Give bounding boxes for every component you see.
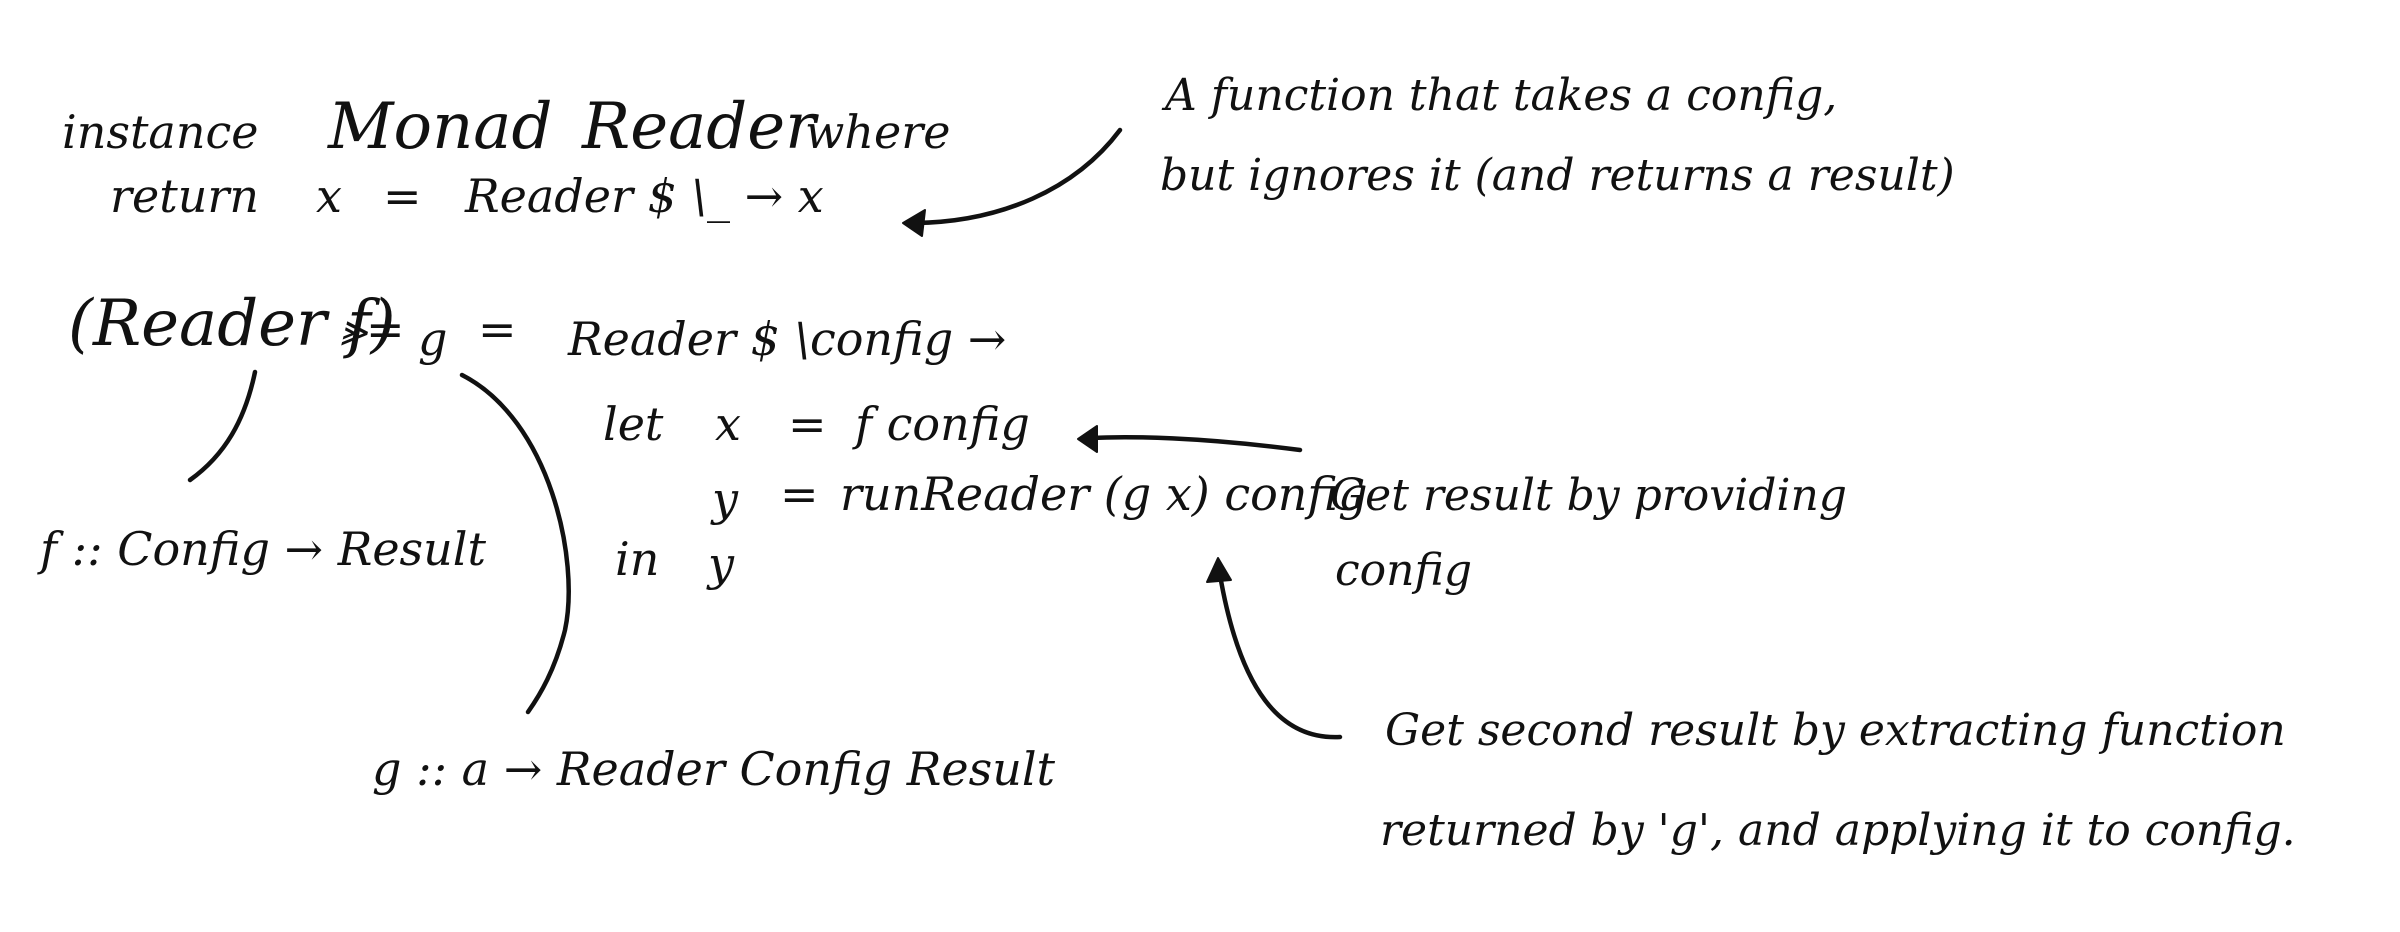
in-keyword: in [615, 532, 659, 586]
return-note-arrowhead [902, 209, 926, 237]
return-keyword: return [110, 169, 259, 223]
let-keyword: let [603, 397, 664, 451]
reader-type-name: Reader [581, 90, 819, 164]
f-type-group: f :: Config → Result [37, 369, 486, 576]
return-argument: x [316, 169, 342, 223]
f-type-connector [187, 369, 258, 483]
g-type-signature: g :: a → Reader Config Result [372, 742, 1056, 796]
return-body: Reader $ \_ → x [464, 169, 824, 223]
g-type-group: g :: a → Reader Config Result [372, 372, 1056, 796]
return-note-line-1: A function that takes a config, [1161, 70, 1837, 121]
let-annotation: Get result by providing config [1077, 425, 1847, 596]
return-line: return x = Reader $ \_ → x [110, 169, 824, 223]
return-annotation: A function that takes a config, but igno… [902, 70, 1955, 237]
runreader-note-line-2: returned by 'g', and applying it to conf… [1380, 805, 2296, 856]
in-line: in y [615, 532, 735, 591]
return-note-arrow [912, 127, 1123, 226]
y-line: y = runReader (g x) config [710, 467, 1368, 526]
runreader-note-arrow [1217, 572, 1343, 740]
g-type-connector [459, 372, 571, 715]
y-equals: = [780, 467, 819, 521]
return-equals: = [383, 169, 422, 223]
bind-body: Reader $ \config → [567, 312, 1006, 366]
let-note-arrow [1087, 434, 1303, 453]
let-x: x [715, 397, 741, 451]
runreader-note-line-1: Get second result by extracting function [1385, 705, 2286, 756]
instance-line: instance Monad Reader where [62, 90, 950, 164]
runreader-annotation: Get second result by extracting function… [1206, 557, 2296, 856]
bind-equals: = [478, 302, 517, 356]
runreader-note-arrowhead [1206, 557, 1232, 583]
monad-class-name: Monad [327, 90, 552, 164]
y-name: y [710, 472, 739, 526]
let-body: f config [852, 397, 1030, 451]
return-note-line-2: but ignores it (and returns a result) [1160, 150, 1955, 201]
bind-line: (Reader f) ⪢= g = Reader $ \config → [68, 287, 1006, 366]
where-keyword: where [805, 105, 950, 159]
f-type-signature: f :: Config → Result [37, 522, 486, 576]
runreader-expression: runReader (g x) config [840, 467, 1368, 521]
bind-g-argument: g [418, 312, 447, 366]
let-note-line-1: Get result by providing [1330, 470, 1847, 521]
in-y: y [706, 537, 735, 591]
reader-f-pattern: (Reader f) [68, 287, 396, 361]
bind-operator: ⪢= [340, 302, 405, 356]
instance-keyword: instance [62, 105, 258, 159]
let-note-line-2: config [1335, 545, 1472, 596]
let-equals: = [788, 397, 827, 451]
let-line: let x = f config [603, 397, 1030, 451]
let-note-arrowhead [1077, 425, 1098, 453]
